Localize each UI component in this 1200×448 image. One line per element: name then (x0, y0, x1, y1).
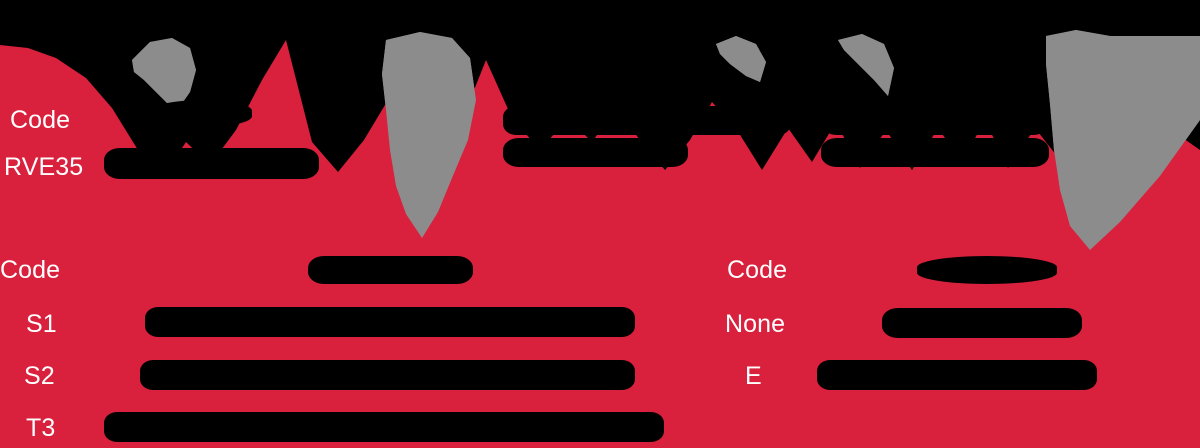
lower-right-label-code: Code (727, 256, 788, 284)
gray-patch-4-overlay (838, 34, 894, 96)
redaction-upper-mid-line2 (503, 138, 688, 167)
redaction-lower-left-s2-value (140, 360, 635, 390)
gray-patch-group-overlay (132, 30, 1200, 250)
gray-patch-3-overlay (716, 36, 766, 82)
redaction-upper-mid-line1 (503, 106, 791, 135)
lower-right-label-none: None (725, 310, 786, 338)
redaction-lower-right-e-value (817, 360, 1097, 390)
red-field-shape (0, 40, 1200, 448)
upper-label-rve35: RVE35 (4, 153, 84, 181)
redaction-upper-right-line2 (821, 138, 1049, 167)
redaction-lower-right-code-value (917, 256, 1057, 284)
redaction-upper-right-line1 (821, 106, 1049, 135)
upper-label-code: Code (10, 106, 71, 134)
gray-patch-1-overlay (132, 38, 196, 112)
redaction-lower-left-code-value (308, 256, 473, 284)
lower-left-label-s1: S1 (26, 310, 57, 338)
redaction-upper-code-value (152, 100, 252, 127)
gray-patch-2-overlay (382, 32, 476, 238)
gray-patch-5-overlay (1046, 30, 1200, 250)
lower-left-label-t3: T3 (26, 414, 56, 442)
lower-right-label-e: E (745, 362, 762, 390)
redaction-lower-right-none-value (882, 308, 1082, 338)
redaction-upper-rve35-value (104, 148, 319, 179)
lower-left-label-s2: S2 (24, 362, 55, 390)
lower-left-label-code: Code (0, 256, 61, 284)
redaction-lower-left-s1-value (145, 307, 635, 337)
redaction-lower-left-t3-value (104, 412, 664, 442)
